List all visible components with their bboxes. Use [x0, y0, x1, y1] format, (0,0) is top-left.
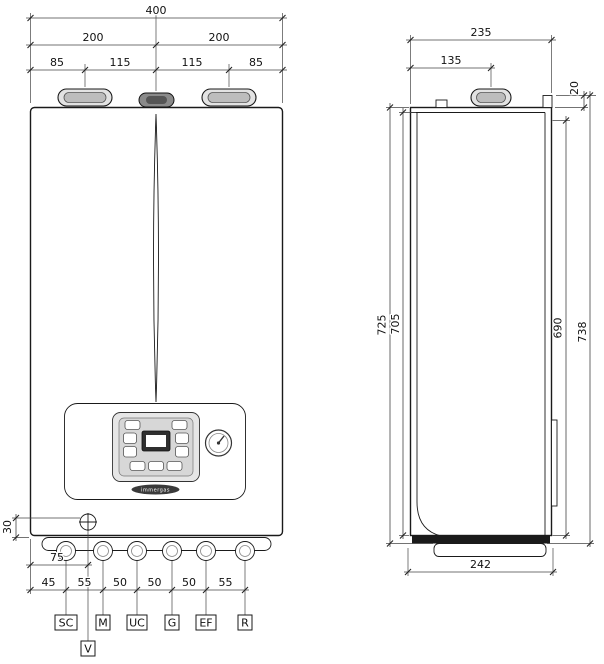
dim-connection-spacings: 45 55 50 50 50 55 — [26, 575, 249, 594]
dim-label-height-front-inner: 705 — [389, 314, 402, 335]
lcd-screen — [146, 435, 166, 447]
connection-label-ef: EF — [199, 617, 212, 630]
dim-label-spacing-3: 50 — [113, 576, 127, 589]
side-front-panel-line — [416, 112, 442, 537]
dim-label-height-rear-inner: 690 — [552, 318, 565, 339]
side-bottom-band — [412, 535, 550, 544]
connection-label-sc: SC — [59, 617, 74, 630]
dim-label-spacing-4: 50 — [148, 576, 162, 589]
panel-button — [166, 461, 183, 471]
dim-label-bottom-offset: 30 — [1, 520, 14, 534]
dim-vent-positions: 85 115 115 85 — [26, 55, 287, 74]
connection-labels: SC M UC G EF R V — [54, 614, 253, 657]
dim-height-front-outer: 725 — [374, 103, 394, 547]
dim-vent-center: 135 — [406, 53, 495, 72]
side-view: 235 135 20 725 705 — [374, 25, 596, 576]
dim-label-total-depth: 235 — [471, 26, 492, 39]
dim-label-half-left: 200 — [83, 31, 104, 44]
panel-button — [175, 432, 189, 444]
front-panel-seam — [153, 113, 159, 403]
dim-label-center-right: 115 — [182, 56, 203, 69]
connection-leader-lines — [30, 531, 246, 641]
dim-label-spacing-1: 45 — [42, 576, 56, 589]
label-box-r — [237, 614, 253, 631]
panel-button — [129, 461, 146, 471]
brand-text: immergas — [141, 488, 170, 494]
boiler-side-body — [409, 88, 558, 557]
panel-button — [171, 420, 188, 430]
side-right-fixture — [551, 419, 558, 507]
pipe-connections — [56, 541, 255, 561]
side-extension-lines — [386, 35, 596, 576]
connection-label-g: G — [168, 617, 177, 630]
panel-button — [123, 446, 137, 458]
v-connection-mark — [79, 513, 97, 531]
dim-label-edge-left: 85 — [50, 56, 64, 69]
dim-label-top-gap: 20 — [568, 81, 581, 95]
dim-label-base-depth: 242 — [470, 558, 491, 571]
dim-label-spacing-6: 55 — [219, 576, 233, 589]
label-box-sc — [54, 614, 78, 631]
dim-label-edge-right: 85 — [249, 56, 263, 69]
dim-label-center-left: 115 — [110, 56, 131, 69]
dim-top-gap: 20 — [567, 80, 588, 111]
label-box-m — [95, 614, 111, 631]
dim-label-spacing-5: 50 — [182, 576, 196, 589]
dim-bottom-offset: 30 — [0, 514, 80, 541]
panel-button — [123, 432, 137, 444]
dim-height-rear-inner: 690 — [550, 116, 570, 539]
label-box-g — [164, 614, 180, 631]
bottom-connections — [41, 513, 272, 561]
dim-height-front-inner: 705 — [388, 108, 407, 539]
panel-button — [148, 461, 164, 471]
label-box-v — [80, 640, 96, 657]
label-box-uc — [126, 614, 148, 631]
connection-label-m: M — [98, 617, 108, 630]
side-top-bracket — [435, 99, 448, 108]
dim-v-offset: 75 — [26, 550, 92, 569]
connection-label-r: R — [241, 617, 249, 630]
dim-half-widths: 200 200 — [26, 30, 287, 49]
pressure-gauge-icon — [204, 429, 233, 457]
dim-label-spacing-2: 55 — [78, 576, 92, 589]
front-view: immergas — [0, 3, 287, 657]
dim-label-half-right: 200 — [209, 31, 230, 44]
side-wall-bracket — [542, 95, 553, 108]
top-vent-left-icon — [57, 88, 113, 107]
top-vent-right-icon — [201, 88, 257, 107]
side-top-vent-icon — [470, 88, 512, 107]
panel-button — [175, 446, 189, 458]
connection-label-uc: UC — [129, 617, 145, 630]
dim-total-depth: 235 — [406, 25, 556, 44]
dim-height-rear-outer: 738 — [575, 91, 594, 547]
dim-label-vent-center: 135 — [441, 54, 462, 67]
control-panel: immergas — [64, 403, 246, 500]
side-base — [433, 543, 547, 557]
dim-label-height-front-outer: 725 — [376, 315, 389, 336]
dim-label-total-width: 400 — [146, 4, 167, 17]
brand-logo: immergas — [131, 484, 180, 495]
side-casing — [409, 106, 553, 537]
dim-base-depth: 242 — [404, 557, 557, 576]
flue-connection-icon — [138, 92, 175, 108]
front-extension-lines — [30, 13, 283, 103]
dim-label-v-offset: 75 — [50, 551, 64, 564]
dim-total-width: 400 — [26, 3, 287, 22]
label-box-ef — [195, 614, 217, 631]
connection-label-v: V — [84, 643, 92, 656]
panel-button — [124, 420, 141, 430]
dim-label-height-rear-outer: 738 — [576, 322, 589, 343]
